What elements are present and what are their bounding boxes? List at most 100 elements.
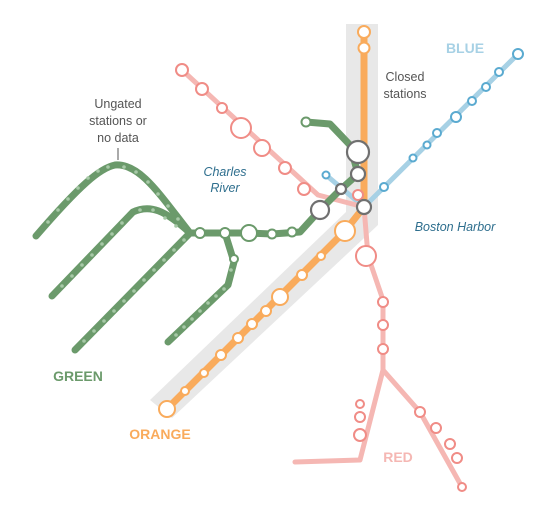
green-ungated-stop xyxy=(152,268,156,272)
closed-station xyxy=(355,198,373,216)
green-ungated-stop xyxy=(82,339,86,343)
stations xyxy=(46,25,524,492)
blue-line-label: BLUE xyxy=(446,40,484,56)
green-ungated-stop xyxy=(70,274,74,278)
green-ungated-stop xyxy=(138,208,142,212)
green-ungated-stop xyxy=(182,238,186,242)
green-station xyxy=(229,254,239,264)
orange-station xyxy=(296,269,308,281)
green-station xyxy=(219,227,231,239)
green-ungated-stop xyxy=(229,268,233,272)
green-ungated-stop xyxy=(76,186,80,190)
charles-river-label-1: Charles xyxy=(203,165,246,179)
green-ungated-stop xyxy=(176,217,180,221)
red-station xyxy=(230,117,252,139)
green-ungated-stop xyxy=(106,165,110,169)
green-branch-e xyxy=(164,229,238,346)
blue-station xyxy=(432,128,442,138)
green-ungated-stop xyxy=(166,204,170,208)
green-ungated-stop xyxy=(134,170,138,174)
green-ungated-stop xyxy=(46,220,50,224)
red-station xyxy=(457,482,467,492)
orange-line-label: ORANGE xyxy=(129,426,190,442)
green-ungated-stop xyxy=(132,289,136,293)
green-ungated-stop xyxy=(162,258,166,262)
red-station xyxy=(175,63,189,77)
green-ungated-stop xyxy=(222,287,226,291)
green-ungated-stop xyxy=(96,169,100,173)
orange-station xyxy=(215,349,227,361)
green-station xyxy=(240,224,258,242)
orange-station xyxy=(271,288,289,306)
green-ungated-stop xyxy=(86,176,90,180)
red-station xyxy=(444,438,456,450)
blue-station xyxy=(481,82,491,92)
green-ungated-stop xyxy=(156,192,160,196)
closed-note-1: Closed xyxy=(386,70,425,84)
green-station xyxy=(300,116,312,128)
closed-station xyxy=(309,199,331,221)
green-ungated-stop xyxy=(80,263,84,267)
red-station xyxy=(355,399,365,409)
red-station xyxy=(195,82,209,96)
red-station xyxy=(354,411,366,423)
green-ungated-stop xyxy=(174,224,178,228)
red-station xyxy=(430,422,442,434)
green-branch-b xyxy=(32,161,194,240)
orange-station xyxy=(357,25,371,39)
red-station xyxy=(353,428,367,442)
ungated-note-2: stations or xyxy=(89,114,147,128)
green-ungated-stop xyxy=(102,319,106,323)
green-ungated-stop xyxy=(190,317,194,321)
green-ungated-stop xyxy=(163,216,167,220)
blue-station xyxy=(379,182,389,192)
green-ungated-stop xyxy=(198,309,202,313)
red-station xyxy=(253,139,271,157)
green-branch-c xyxy=(48,205,194,300)
orange-station xyxy=(357,41,371,55)
blue-station xyxy=(467,96,477,106)
closed-station xyxy=(349,165,367,183)
green-ungated-stop xyxy=(172,248,176,252)
red-station xyxy=(377,319,389,331)
orange-station xyxy=(232,332,244,344)
ungated-note-3: no data xyxy=(97,131,139,145)
blue-station xyxy=(494,67,504,77)
green-ungated-stop xyxy=(151,208,155,212)
green-ungated-stop xyxy=(182,325,186,329)
green-ungated-stop xyxy=(110,232,114,236)
green-ungated-stop xyxy=(122,165,126,169)
red-station xyxy=(377,343,389,355)
red-station xyxy=(297,182,311,196)
green-station xyxy=(266,228,278,240)
orange-station xyxy=(199,368,209,378)
green-ungated-stop xyxy=(146,180,150,184)
closed-station xyxy=(334,182,348,196)
orange-station xyxy=(334,220,356,242)
blue-station xyxy=(512,48,524,60)
orange-station xyxy=(260,305,272,317)
green-ungated-stop xyxy=(174,333,178,337)
green-station xyxy=(194,227,206,239)
green-ungated-stop xyxy=(60,284,64,288)
closed-band xyxy=(150,24,378,418)
green-ungated-stop xyxy=(92,329,96,333)
green-ungated-stop xyxy=(56,208,60,212)
ungated-note-1: Ungated xyxy=(94,97,141,111)
green-ungated-stop xyxy=(66,197,70,201)
green-station xyxy=(286,226,298,238)
charles-river-label-2: River xyxy=(210,181,240,195)
closed-station xyxy=(345,139,371,165)
red-line-label: RED xyxy=(383,449,413,465)
red-station xyxy=(414,406,426,418)
red-station xyxy=(352,189,364,201)
orange-station xyxy=(316,251,326,261)
green-ungated-stop xyxy=(90,253,94,257)
green-line-label: GREEN xyxy=(53,368,103,384)
green-ungated-stop xyxy=(120,221,124,225)
orange-station xyxy=(180,386,190,396)
blue-station xyxy=(450,111,462,123)
orange-station xyxy=(246,318,258,330)
green-ungated-stop xyxy=(122,299,126,303)
closed-note-2: stations xyxy=(383,87,426,101)
